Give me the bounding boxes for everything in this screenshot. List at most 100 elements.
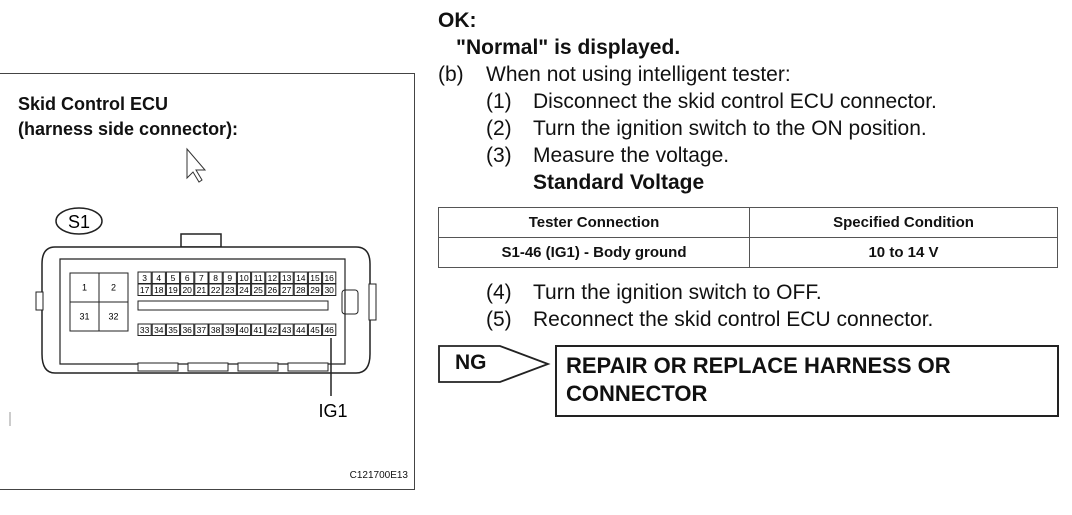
spec-table: Tester Connection Specified Condition S1… [438,207,1058,268]
spec-header-condition: Specified Condition [749,207,1058,238]
spec-cell-condition: 10 to 14 V [749,237,1058,268]
pin-cell: 35 [165,323,181,336]
substep-num: (4) [486,281,512,304]
pin-cell: 25 [251,283,266,296]
pin-cell: 44 [293,323,308,336]
spec-header-tester: Tester Connection [438,207,750,238]
substep-text: Turn the ignition switch to OFF. [533,281,822,304]
pin-cell: 20 [180,283,195,296]
pin-number: 29 [310,285,320,295]
substep-text: Turn the ignition switch to the ON posit… [533,117,927,140]
pin-number: 24 [239,285,249,295]
pin-number: 1 [82,283,87,293]
pin-number: 18 [154,285,164,295]
pin-number: 26 [268,285,278,295]
pin-cell: 1 [69,272,100,303]
pin-cell: 39 [222,323,237,336]
pin-number: 5 [171,273,176,283]
substep-num: (1) [486,90,512,113]
figure-title-line1: Skid Control ECU [18,94,169,114]
pin-number: 41 [253,325,263,335]
pin-cell: 13 [279,271,294,284]
pin-number: 46 [324,325,334,335]
ng-arrow-icon [438,345,551,383]
pin-cell: 5 [165,271,181,284]
pin-number: 42 [268,325,278,335]
pin-number: 39 [225,325,235,335]
pin-number: 31 [79,312,89,322]
pin-number: 22 [211,285,221,295]
pin-cell: 41 [251,323,266,336]
ng-action-line2: CONNECTOR [566,381,708,406]
pin-cell: 12 [265,271,280,284]
pin-number: 38 [211,325,221,335]
pin-cell: 23 [222,283,237,296]
figure-code: C121700E13 [349,470,408,481]
standard-voltage-label: Standard Voltage [533,171,705,194]
pin-cell: 27 [279,283,294,296]
pin-cell: 43 [279,323,294,336]
substep-num: (5) [486,308,512,331]
pin-number: 17 [140,285,150,295]
pin-cell: 11 [251,271,266,284]
connector-id: S1 [68,212,90,232]
ng-action-line1: REPAIR OR REPLACE HARNESS OR [566,353,951,378]
pin-number: 40 [239,325,249,335]
ng-action-box: REPAIR OR REPLACE HARNESS OR CONNECTOR [555,345,1059,417]
connector-key [341,289,359,315]
spec-table-header-row: Tester Connection Specified Condition [438,207,1058,238]
ok-heading: OK: [438,9,477,32]
substep-text: Disconnect the skid control ECU connecto… [533,90,937,113]
pin-cell: 22 [208,283,223,296]
pin-number: 25 [253,285,263,295]
pin-cell: 29 [307,283,323,296]
pin-cell: 28 [293,283,308,296]
figure-title-line2: (harness side connector): [18,119,239,139]
pin-number: 4 [156,273,161,283]
pin-number: 34 [154,325,164,335]
pin-number: 16 [324,273,334,283]
step-b-text: When not using intelligent tester: [486,63,791,86]
pin-number: 27 [282,285,292,295]
substep-text: Reconnect the skid control ECU connector… [533,308,934,331]
substep-num: (2) [486,117,512,140]
pin-cell: 10 [236,271,252,284]
ng-label: NG [455,351,487,374]
pin-number: 3 [142,273,147,283]
connector-left-tab [35,291,44,311]
connector-latch [180,233,222,248]
pin-number: 23 [225,285,235,295]
pin-number: 8 [213,273,218,283]
pin-number: 28 [296,285,306,295]
pin-cell: 3 [137,271,152,284]
spec-cell-connection: S1-46 (IG1) - Body ground [438,237,750,268]
pin-number: 15 [310,273,320,283]
pin-cell: 15 [307,271,323,284]
pin-number: 11 [254,273,263,283]
ok-result: "Normal" is displayed. [456,36,681,59]
pin-cell: 32 [98,301,129,332]
pin-cell: 36 [180,323,195,336]
pin-number: 9 [227,273,232,283]
table-row: S1-46 (IG1) - Body ground 10 to 14 V [438,237,1058,268]
pin-number: 44 [296,325,306,335]
ig1-callout-label: IG1 [318,401,347,421]
connector-right-tab [368,283,377,321]
pin-number: 32 [108,312,118,322]
pin-cell: 17 [137,283,152,296]
pin-cell: 38 [208,323,223,336]
pin-number: 14 [296,273,306,283]
pin-cell: 37 [194,323,209,336]
pin-cell: 2 [98,272,129,303]
pin-cell: 8 [208,271,223,284]
pin-number: 7 [199,273,204,283]
pin-number: 43 [282,325,292,335]
mouse-pointer-icon [186,147,207,183]
pin-cell: 16 [322,271,337,284]
pin-number: 6 [185,273,190,283]
pin-number: 35 [168,325,178,335]
pin-cell: 33 [137,323,152,336]
pin-cell: 6 [180,271,195,284]
pin-number: 2 [111,283,116,293]
